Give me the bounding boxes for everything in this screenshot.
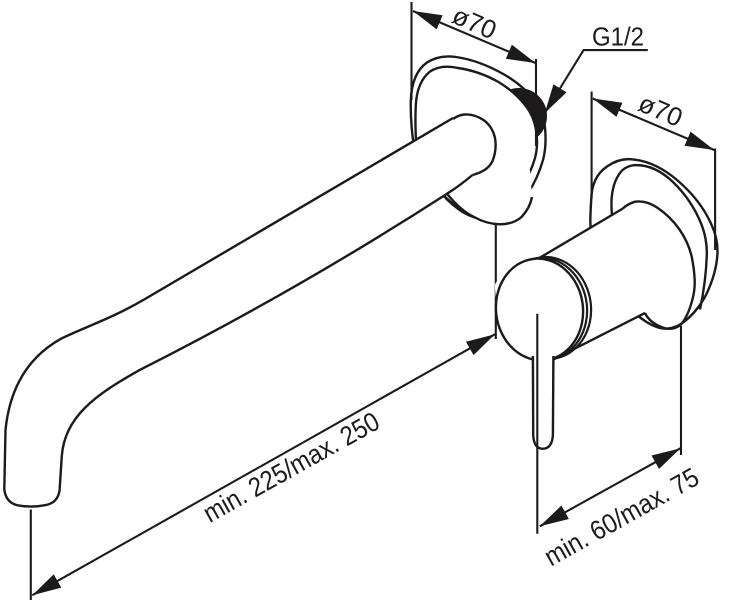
svg-text:G1/2: G1/2 [592, 22, 644, 52]
